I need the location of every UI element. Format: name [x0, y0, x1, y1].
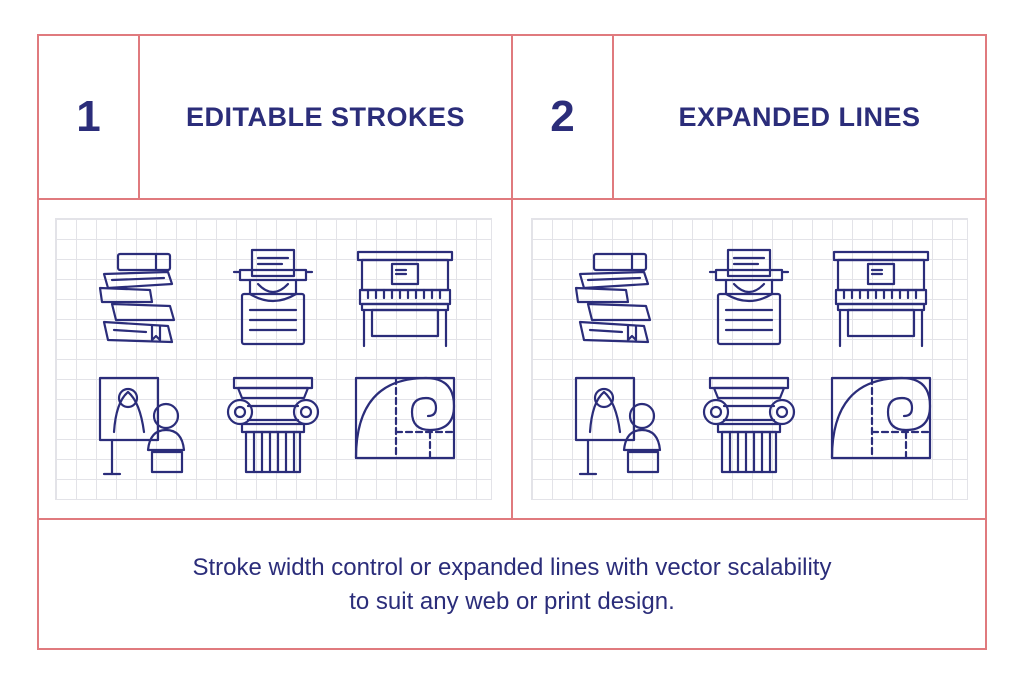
painting-and-bust-icon [566, 372, 676, 482]
divider [612, 34, 614, 200]
divider [511, 34, 513, 520]
books-icon [90, 244, 200, 354]
caption-line: to suit any web or print design. [349, 588, 675, 615]
typewriter-icon [218, 244, 328, 354]
typewriter-icon [694, 244, 804, 354]
panel-number: 1 [76, 92, 101, 141]
panel-title: EXPANDED LINES [678, 101, 921, 132]
panel-title: EDITABLE STROKES [185, 101, 465, 132]
books-icon [566, 244, 676, 354]
painting-and-bust-icon [90, 372, 200, 482]
golden-spiral-icon [826, 372, 936, 482]
divider [138, 34, 140, 200]
caption: Stroke width control or expanded lines w… [37, 520, 987, 650]
piano-icon [826, 244, 936, 354]
piano-icon [350, 244, 460, 354]
ionic-column-icon [694, 372, 804, 482]
panel-number: 2 [550, 92, 575, 141]
ionic-column-icon [218, 372, 328, 482]
caption-line: Stroke width control or expanded lines w… [192, 554, 832, 581]
golden-spiral-icon [350, 372, 460, 482]
